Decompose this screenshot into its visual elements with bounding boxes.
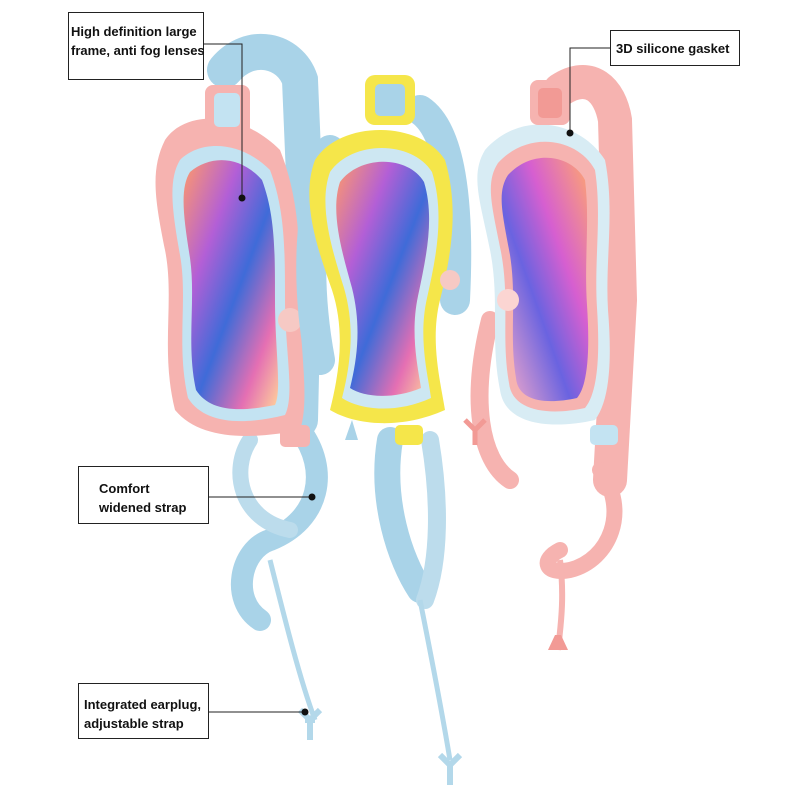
callout-lens: High definition large frame, anti fog le… <box>68 12 205 80</box>
callout-strap-line2: widened strap <box>99 499 187 515</box>
callout-earplug-line1: Integrated earplug, <box>84 697 202 712</box>
callout-earplug-line2: adjustable strap <box>84 715 184 731</box>
yellow-goggle <box>296 75 472 761</box>
blue-goggle <box>155 34 328 721</box>
callout-gasket-line1: 3D silicone gasket <box>616 41 730 56</box>
earplug-pink-icon <box>463 418 487 445</box>
callout-earplug: Integrated earplug, adjustable strap <box>78 683 209 739</box>
callout-strap-line1: Comfort <box>99 481 150 496</box>
callout-lens-line2: frame, anti fog lenses <box>71 42 205 58</box>
callout-gasket: 3D silicone gasket <box>610 30 740 66</box>
earplug-left-icon <box>297 707 323 740</box>
callout-strap: Comfort widened strap <box>78 466 209 524</box>
callout-lens-line1: High definition large <box>71 24 197 39</box>
pink-goggle <box>470 65 638 651</box>
earplug-middle-icon <box>437 752 463 785</box>
